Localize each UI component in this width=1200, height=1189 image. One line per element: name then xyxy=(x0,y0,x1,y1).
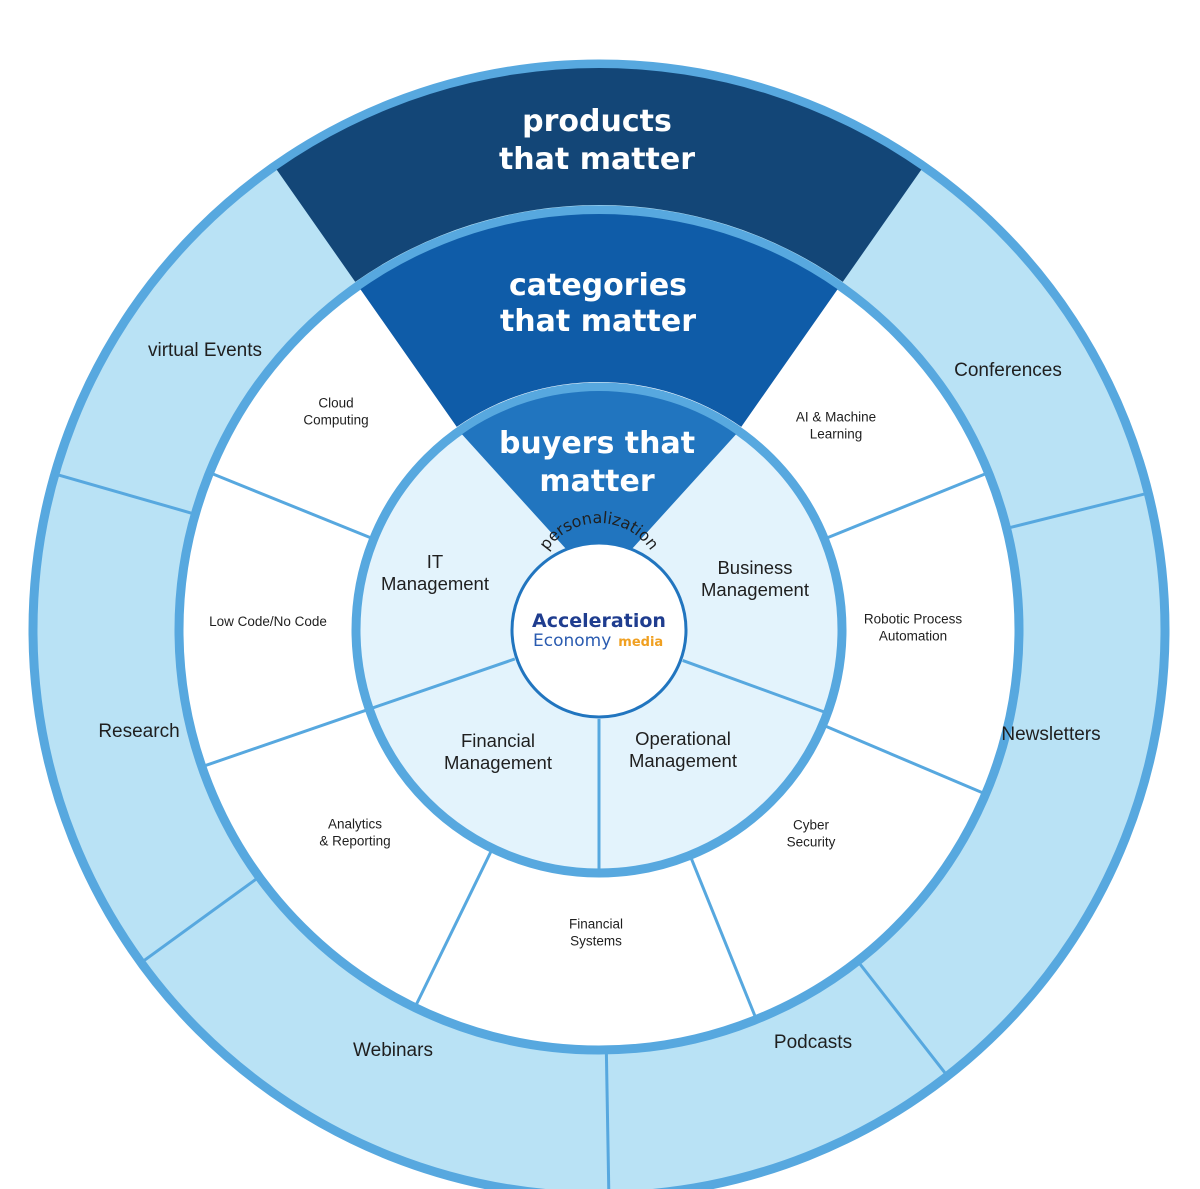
middle-item-label-line: & Reporting xyxy=(319,834,390,849)
header-categories-line: categories xyxy=(509,268,687,303)
outer-item-label-line: Newsletters xyxy=(1001,724,1100,745)
middle-item-label-line: Cloud xyxy=(318,396,353,411)
wedge-buyers xyxy=(461,390,737,550)
inner-item-label-line: Management xyxy=(701,579,809,600)
outer-item-label: Webinars xyxy=(353,1040,433,1061)
logo-economy: Economy xyxy=(533,631,611,651)
outer-item-label: Conferences xyxy=(954,360,1062,381)
inner-item-label-line: Financial xyxy=(461,730,535,751)
outer-divider-2 xyxy=(604,1053,611,1189)
logo-media: media xyxy=(618,635,663,650)
inner-item-label-line: Management xyxy=(381,573,489,594)
middle-item-label-line: Cyber xyxy=(793,818,830,833)
inner-item-label-line: Management xyxy=(444,752,552,773)
header-buyers-line: buyers that xyxy=(499,426,695,461)
middle-divider-5 xyxy=(212,472,371,539)
logo-acceleration: Acceleration xyxy=(532,610,666,632)
inner-item-label-line: Business xyxy=(717,557,792,578)
middle-divider-2 xyxy=(690,858,757,1017)
middle-item-label-line: Automation xyxy=(879,629,947,644)
outer-item-label-line: Research xyxy=(98,721,179,742)
header-categories-line: that matter xyxy=(500,304,696,339)
wedges-group xyxy=(276,67,922,550)
header-products-line: products xyxy=(522,104,672,139)
middle-item-label: Analytics & Reporting xyxy=(319,817,390,849)
wedge-categories xyxy=(360,214,838,427)
inner-item-label-line: IT xyxy=(427,551,443,572)
outer-item-label-line: virtual Events xyxy=(148,340,262,361)
middle-item-label-line: Security xyxy=(787,835,836,850)
outer-divider-0 xyxy=(1010,492,1146,529)
inner-item-label-line: Operational xyxy=(635,728,731,749)
wedge-products xyxy=(276,67,922,282)
middle-item-label-line: Robotic Process xyxy=(864,612,963,627)
middle-item-label-line: AI & Machine xyxy=(796,410,876,425)
header-products-line: that matter xyxy=(499,142,695,177)
center-circle xyxy=(510,541,688,719)
middle-item-label-line: Analytics xyxy=(328,817,382,832)
middle-item-label-line: Systems xyxy=(570,934,622,949)
outer-item-label-line: Podcasts xyxy=(774,1032,852,1053)
middle-divider-0 xyxy=(827,472,986,539)
middle-item-label-line: Low Code/No Code xyxy=(209,614,327,629)
dividers-group xyxy=(57,472,1146,1189)
outer-item-label: Newsletters xyxy=(1001,724,1100,745)
outer-item-label-line: Webinars xyxy=(353,1040,433,1061)
middle-item-label: Low Code/No Code xyxy=(209,614,327,629)
outer-divider-4 xyxy=(57,473,192,515)
outer-item-label: Podcasts xyxy=(774,1032,852,1053)
logo-economy-line: Economy media xyxy=(533,631,663,651)
middle-item-label-line: Learning xyxy=(810,427,863,442)
middle-item-label-line: Financial xyxy=(569,917,623,932)
outer-item-label: virtual Events xyxy=(148,340,262,361)
middle-divider-3 xyxy=(415,851,493,1005)
outer-divider-3 xyxy=(142,878,257,963)
outer-divider-1 xyxy=(858,963,947,1075)
middle-divider-4 xyxy=(205,708,366,767)
middle-item-label-line: Computing xyxy=(303,413,368,428)
outer-item-label-line: Conferences xyxy=(954,360,1062,381)
middle-divider-1 xyxy=(825,725,983,794)
outer-item-label: Research xyxy=(98,721,179,742)
inner-item-label-line: Management xyxy=(629,750,737,771)
inner-divider-0 xyxy=(682,659,825,714)
inner-divider-2 xyxy=(372,657,516,710)
header-buyers-line: matter xyxy=(539,464,655,499)
